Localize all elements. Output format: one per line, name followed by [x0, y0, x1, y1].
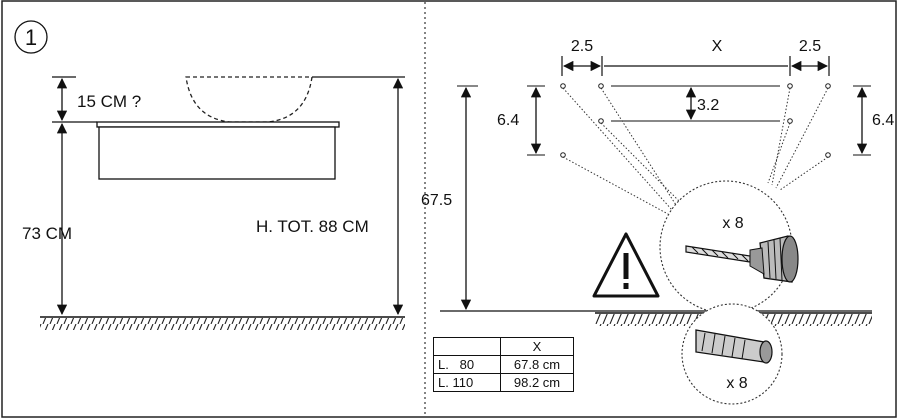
- wall-plug-icon: [695, 329, 773, 364]
- table-cell-size: L. 110: [433, 373, 501, 392]
- table-header-cell: [433, 337, 501, 356]
- spacing-mid-label: 3.2: [697, 97, 719, 114]
- hole: [787, 118, 793, 124]
- x-label: X: [712, 38, 723, 55]
- table-cell-x: 67.8 cm: [500, 355, 574, 374]
- table-header-row: X: [433, 337, 574, 356]
- vanity-cabinet: [98, 126, 336, 180]
- spacing-right-label: 6.4: [872, 112, 894, 129]
- mount-height-label: 67.5: [421, 192, 452, 209]
- plug-quantity: x 8: [726, 375, 747, 392]
- basin-outline: [185, 76, 313, 123]
- drill-bit-icon: [685, 235, 799, 283]
- side-right-label: 2.5: [799, 38, 821, 55]
- hole: [825, 152, 831, 158]
- hole: [825, 83, 831, 89]
- table-cell-size: L. 80: [433, 355, 501, 374]
- table-row: L. 110 98.2 cm: [433, 373, 574, 392]
- gap-label: 15 CM ?: [77, 92, 141, 111]
- leader-lines: [562, 87, 829, 215]
- spacing-left-label: 6.4: [497, 112, 519, 129]
- drill-quantity: x 8: [722, 215, 743, 232]
- countertop: [96, 121, 340, 128]
- hole: [598, 83, 604, 89]
- table-cell-x: 98.2 cm: [500, 373, 574, 392]
- side-left-label: 2.5: [571, 38, 593, 55]
- height-label: 73 CM: [22, 224, 72, 243]
- hole: [787, 83, 793, 89]
- table-row: L. 80 67.8 cm: [433, 355, 574, 374]
- dimension-table: X L. 80 67.8 cm L. 110 98.2 cm: [433, 337, 574, 392]
- table-header-cell: X: [500, 337, 574, 356]
- right-panel: 2.5 X 2.5 6.4 3.2 6.4 67.5: [421, 38, 894, 405]
- step-circle: [14, 20, 48, 54]
- hole: [598, 118, 604, 124]
- left-panel: 1 15 CM ? 73 CM H. TOT. 88 CM: [14, 20, 405, 330]
- step-number: 1: [25, 25, 37, 50]
- warning-icon: [592, 232, 660, 298]
- hole: [560, 152, 566, 158]
- hole: [560, 83, 566, 89]
- floor-hatch: [40, 318, 405, 330]
- total-height-label: H. TOT. 88 CM: [256, 217, 369, 236]
